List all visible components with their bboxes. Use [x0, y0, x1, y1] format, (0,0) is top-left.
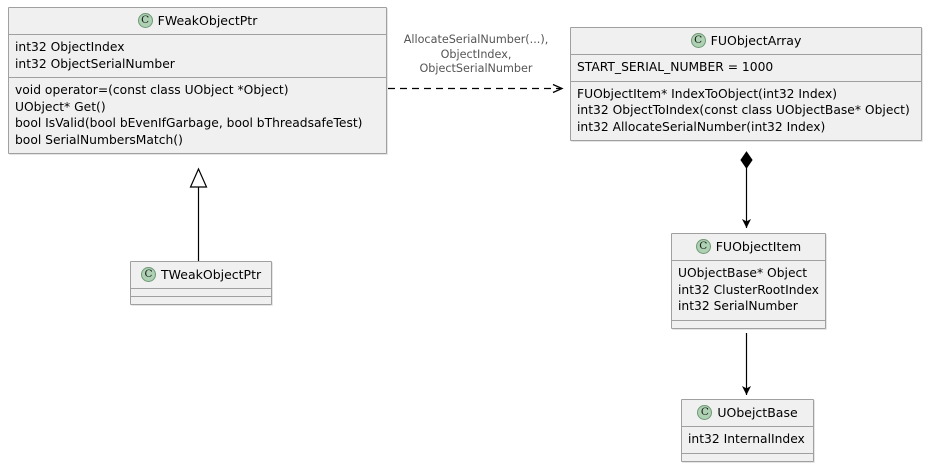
edge-label-line-3: ObjectSerialNumber	[419, 62, 533, 75]
class-name: UObejctBase	[717, 405, 798, 420]
attribute-row: int32 ObjectSerialNumber	[15, 56, 175, 71]
class-box-uobejctbase[interactable]: C UObejctBase int32 InternalIndex	[681, 399, 814, 462]
class-icon: C	[697, 405, 713, 420]
class-name: TWeakObjectPtr	[161, 267, 262, 282]
class-name: FUObjectArray	[710, 33, 802, 48]
class-name: FUObjectItem	[715, 239, 802, 254]
operation-row: UObject* Get()	[15, 99, 106, 114]
class-attributes-fuobjectitem: UObjectBase* Object int32 ClusterRootInd…	[672, 261, 825, 321]
edge-label-dependency: AllocateSerialNumber(...), ObjectIndex, …	[388, 33, 564, 77]
class-header-fuobjectitem: C FUObjectItem	[672, 234, 825, 261]
class-icon: C	[690, 33, 706, 48]
class-icon-letter: C	[694, 34, 703, 46]
relation-generalization-tweakobjectptr-fweakobjectptr	[189, 167, 208, 261]
class-icon-letter: C	[699, 240, 708, 252]
edge-label-line-1: AllocateSerialNumber(...),	[403, 33, 549, 46]
attribute-row: UObjectBase* Object	[678, 266, 808, 280]
class-box-tweakobjectptr[interactable]: C TWeakObjectPtr	[130, 261, 272, 305]
class-box-fweakobjectptr[interactable]: C FWeakObjectPtr int32 ObjectIndex int32 …	[8, 7, 387, 154]
class-icon-letter: C	[700, 406, 709, 418]
class-attributes-tweakobjectptr	[131, 289, 271, 297]
attribute-row: int32 ClusterRootIndex	[678, 282, 819, 297]
class-icon: C	[141, 267, 156, 282]
attribute-row: int32 ObjectIndex	[15, 40, 125, 54]
class-box-fuobjectitem[interactable]: C FUObjectItem UObjectBase* Object int32 …	[671, 233, 826, 329]
class-header-fweakobjectptr: C FWeakObjectPtr	[9, 8, 386, 35]
class-icon: C	[695, 239, 711, 254]
attribute-row: int32 SerialNumber	[678, 299, 798, 313]
class-operations-tweakobjectptr	[131, 297, 271, 304]
operation-row: int32 AllocateSerialNumber(int32 Index)	[577, 119, 826, 134]
class-operations-fweakobjectptr: void operator=(const class UObject *Obje…	[9, 78, 386, 153]
class-icon: C	[137, 13, 153, 28]
operation-row: void operator=(const class UObject *Obje…	[15, 83, 289, 97]
class-icon-letter: C	[144, 268, 153, 280]
relation-composition-fuobjectarray-fuobjectitem	[740, 151, 753, 228]
class-box-fuobjectarray[interactable]: C FUObjectArray START_SERIAL_NUMBER = 100…	[570, 27, 922, 141]
class-icon-letter: C	[141, 14, 150, 26]
class-attributes-uobejctbase: int32 InternalIndex	[682, 427, 813, 454]
class-attributes-fuobjectarray: START_SERIAL_NUMBER = 1000	[571, 55, 921, 82]
attribute-row: int32 InternalIndex	[688, 432, 805, 446]
class-attributes-fweakobjectptr: int32 ObjectIndex int32 ObjectSerialNumb…	[9, 35, 386, 78]
class-header-uobejctbase: C UObejctBase	[682, 400, 813, 427]
attribute-row: START_SERIAL_NUMBER = 1000	[577, 60, 774, 74]
class-header-fuobjectarray: C FUObjectArray	[571, 28, 921, 55]
edge-label-line-2: ObjectIndex,	[440, 47, 512, 61]
class-operations-fuobjectarray: FUObjectItem* IndexToObject(int32 Index)…	[571, 81, 921, 140]
operation-row: FUObjectItem* IndexToObject(int32 Index)	[577, 86, 838, 101]
operation-row: int32 ObjectToIndex(const class UObjectB…	[577, 103, 910, 117]
class-header-tweakobjectptr: C TWeakObjectPtr	[131, 262, 271, 289]
class-name: FWeakObjectPtr	[157, 13, 258, 28]
class-operations-fuobjectitem	[672, 320, 825, 328]
operation-row: bool SerialNumbersMatch()	[15, 132, 183, 147]
class-operations-uobejctbase	[682, 453, 813, 461]
operation-row: bool IsValid(bool bEvenIfGarbage, bool b…	[15, 116, 363, 130]
